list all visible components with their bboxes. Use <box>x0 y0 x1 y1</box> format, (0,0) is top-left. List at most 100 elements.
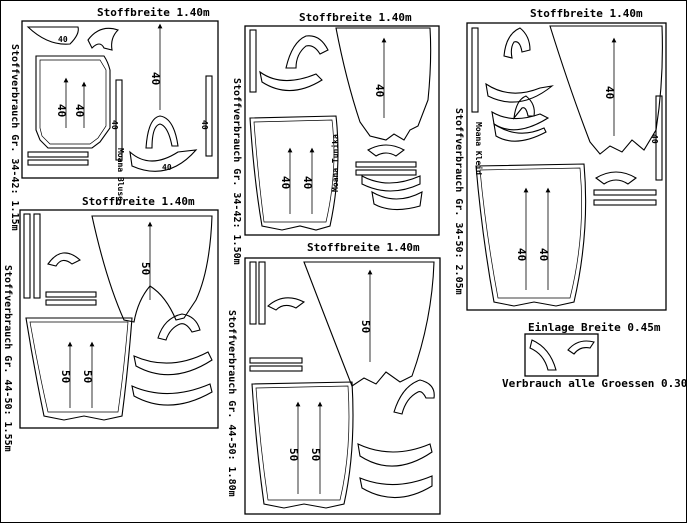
neck-facing-piece <box>493 122 547 142</box>
sheet-title: Stoffbreite 1.40m <box>299 11 412 24</box>
front-piece <box>303 261 435 387</box>
sheet-frame <box>244 257 441 515</box>
sheet-frame <box>21 20 219 179</box>
size-mark: 50 <box>139 262 152 275</box>
size-mark: 40 <box>515 248 528 261</box>
size-mark: 40 <box>58 35 68 44</box>
back-piece <box>249 115 339 231</box>
size-mark: 40 <box>149 72 162 85</box>
binding-strip <box>258 261 266 325</box>
sheet-consumption: Stoffverbrauch Gr. 34-42: 1.15m <box>9 44 20 231</box>
size-mark: 40 <box>55 104 68 117</box>
size-mark: 40 <box>73 104 86 117</box>
size-mark: 40 <box>279 176 292 189</box>
neck-facing-piece <box>491 110 550 131</box>
binding-strip <box>471 27 479 113</box>
binding-strip <box>249 261 257 325</box>
size-mark: 40 <box>537 248 550 261</box>
binding-strip <box>45 291 97 298</box>
sleeve-facing-piece <box>145 115 179 149</box>
sheet-frame <box>466 22 667 311</box>
sleeve-facing-piece <box>595 171 637 185</box>
sheet-kleid: Stoffbreite 1.40m Stoffverbrauch Gr. 34-… <box>453 7 667 311</box>
sheet-bluse-large: Stoffbreite 1.40m Stoffverbrauch Gr. 44-… <box>2 195 219 452</box>
binding-strip <box>27 151 89 158</box>
size-mark: 40 <box>650 134 659 144</box>
sheet-title: Stoffbreite 1.40m <box>97 6 210 19</box>
size-mark: 50 <box>359 320 372 333</box>
sheet-title: Stoffbreite 1.40m <box>530 7 643 20</box>
front-piece <box>335 27 432 141</box>
sheet-consumption: Stoffverbrauch Gr. 34-42: 1.50m <box>231 78 242 265</box>
sleeve-facing-piece <box>157 313 201 341</box>
sheet-frame <box>19 209 219 429</box>
binding-strip <box>355 161 417 168</box>
binding-strip <box>23 213 31 299</box>
interfacing-consumption: Verbrauch alle Groessen 0.30m <box>502 377 687 390</box>
sheet-tunika-large: Stoffbreite 1.40m Stoffverbrauch Gr. 44-… <box>226 241 441 515</box>
interfacing-piece <box>567 340 595 355</box>
back-piece-seamline <box>39 59 107 145</box>
sheet-title: Stoffbreite 1.40m <box>82 195 195 208</box>
binding-strip <box>593 199 657 206</box>
binding-strip <box>593 189 657 196</box>
sheet-tunika: Stoffbreite 1.40m Stoffverbrauch Gr. 34-… <box>231 11 440 265</box>
sheet-label: Moana Tunika <box>330 134 340 192</box>
size-mark: 40 <box>301 176 314 189</box>
sheet-consumption: Stoffverbrauch Gr. 34-50: 2.05m <box>453 108 464 295</box>
sleeve-facing-piece <box>47 252 81 267</box>
binding-strip <box>355 169 417 176</box>
binding-strip <box>205 75 213 157</box>
back-piece <box>35 55 111 149</box>
front-piece <box>549 25 663 155</box>
back-piece <box>251 381 354 509</box>
sheet-title: Stoffbreite 1.40m <box>307 241 420 254</box>
binding-strip <box>33 213 41 299</box>
neck-facing-piece <box>259 70 323 92</box>
neck-facing-piece <box>359 475 433 499</box>
back-piece-seamline <box>29 321 129 413</box>
neck-facing-piece <box>357 443 433 467</box>
neck-facing-piece <box>131 383 213 406</box>
binding-strip <box>249 365 303 372</box>
binding-strip <box>115 79 123 161</box>
back-piece <box>475 163 587 307</box>
sheet-consumption: Stoffverbrauch Gr. 44-50: 1.55m <box>2 265 13 452</box>
sheet-bluse: Stoffbreite 1.40m Stoffverbrauch Gr. 34-… <box>9 6 219 231</box>
interfacing-layout: Einlage Breite 0.45m Verbrauch alle Groe… <box>502 321 687 390</box>
interfacing-frame <box>524 333 599 377</box>
neck-facing-piece <box>361 175 421 192</box>
size-mark: 40 <box>110 120 119 130</box>
back-piece <box>25 317 133 421</box>
back-piece-seamline <box>255 385 350 501</box>
neck-facing-piece <box>26 26 79 45</box>
sheet-label: Moana Kleid <box>474 122 484 175</box>
binding-strip <box>27 159 89 166</box>
binding-strip <box>655 95 663 181</box>
sheet-label: Moana Bluse <box>116 148 125 201</box>
sleeve-facing-piece <box>285 35 329 69</box>
binding-strip <box>45 299 97 306</box>
size-mark: 40 <box>373 84 386 97</box>
neck-facing-piece <box>133 351 213 376</box>
binding-strip <box>249 357 303 364</box>
size-mark: 40 <box>162 163 172 172</box>
size-mark: 40 <box>200 120 209 130</box>
sleeve-facing-piece <box>267 297 306 311</box>
size-mark: 50 <box>309 448 322 461</box>
size-mark: 50 <box>287 448 300 461</box>
sleeve-facing-piece <box>503 27 531 59</box>
size-mark: 50 <box>81 370 94 383</box>
interfacing-title: Einlage Breite 0.45m <box>528 321 661 334</box>
neck-facing-piece <box>129 149 198 172</box>
binding-strip <box>249 29 257 93</box>
sheet-frame <box>244 25 440 236</box>
sheet-consumption: Stoffverbrauch Gr. 44-50: 1.80m <box>226 310 237 497</box>
neck-facing-piece <box>485 82 554 103</box>
sleeve-facing-piece <box>87 27 120 51</box>
sleeve-facing-piece <box>366 144 406 157</box>
interfacing-piece <box>529 339 557 371</box>
back-piece-seamline <box>253 119 335 223</box>
back-piece-seamline <box>479 167 582 299</box>
